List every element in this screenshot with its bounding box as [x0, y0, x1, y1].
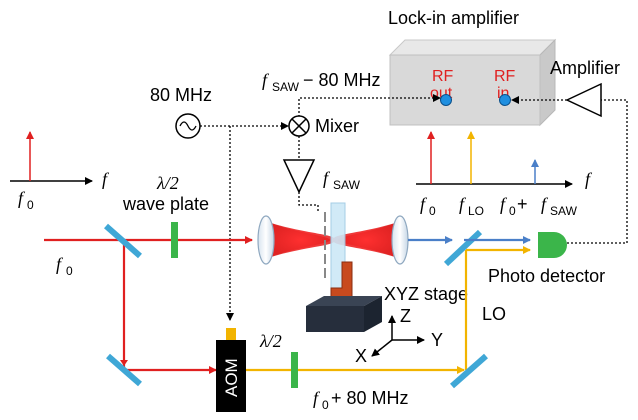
- axis-z-label: Z: [400, 306, 411, 326]
- bottom-freq-sub: 0: [322, 398, 329, 412]
- bottom-freq-rest: + 80 MHz: [331, 388, 409, 408]
- amplifier-label: Amplifier: [550, 58, 620, 78]
- spectrum2-flo-sub: LO: [468, 204, 484, 218]
- axis-x-label: X: [355, 346, 367, 366]
- sine-wave-icon: [179, 121, 197, 131]
- aom-driver-port: [226, 328, 236, 340]
- coordinate-axes: [371, 315, 425, 357]
- cavity-mirror-right: [391, 215, 409, 265]
- rf-in-label-1: RF: [494, 68, 516, 85]
- photodetector-label: Photo detector: [488, 266, 605, 286]
- waveplate-label: wave plate: [122, 194, 209, 214]
- spectrum2-sum-f2: f: [541, 194, 549, 214]
- spectrum2-axis-label: f: [585, 169, 593, 189]
- aom-box: [216, 340, 246, 412]
- waveplate-bottom: [291, 352, 298, 388]
- saw-drive-line: [298, 192, 319, 212]
- rf-out-label-1: RF: [432, 68, 454, 85]
- saw-driver-triangle: [282, 159, 316, 194]
- mirror-bottom-left: [106, 353, 142, 387]
- xyz-stage: [306, 296, 382, 332]
- beam-f0-sub: 0: [66, 264, 73, 278]
- saw-f: f: [323, 168, 331, 188]
- cavity-mirror-left: [257, 215, 275, 265]
- spectrum2-flo-label: f: [459, 194, 467, 214]
- spectrum2-sum-f: f: [500, 194, 508, 214]
- mix-out-f: f: [262, 70, 270, 90]
- spectrum1-f0-sub: 0: [27, 198, 34, 212]
- spectrum1-axis-label: f: [102, 169, 110, 189]
- lo-label: LO: [482, 304, 506, 324]
- halfwave-top-label: λ/2: [156, 173, 179, 193]
- mixer-label: Mixer: [315, 116, 359, 136]
- mirror-bottom-right: [450, 353, 488, 389]
- mix-out-rest: − 80 MHz: [303, 70, 381, 90]
- axis-y-label: Y: [431, 330, 443, 350]
- rf-in-port: [499, 94, 511, 106]
- beam-f0-label: f: [56, 254, 64, 274]
- bottom-freq-f: f: [313, 388, 321, 408]
- optical-cavity: [257, 215, 409, 265]
- detector-signal-line: [567, 99, 628, 244]
- spectrum2-sum-sub2: SAW: [550, 204, 578, 218]
- output-spectrum: [416, 131, 573, 188]
- photodetector-icon: [538, 232, 567, 258]
- oscillator-frequency: 80 MHz: [150, 85, 212, 105]
- waveplate-top: [171, 222, 178, 258]
- xyz-stage-label: XYZ stage: [384, 284, 468, 304]
- combining-beamsplitter: [443, 229, 483, 267]
- spectrum2-sum-plus: +: [517, 194, 528, 214]
- amplifier-triangle: [565, 82, 602, 118]
- rf-out-port: [440, 94, 452, 106]
- spectrum2-sum-sub0: 0: [509, 204, 516, 218]
- mirror-splitter: [104, 223, 142, 259]
- input-spectrum: [10, 131, 93, 185]
- aom-label: AOM: [222, 358, 241, 397]
- mix-out-sub: SAW: [272, 80, 300, 94]
- lockin-amplifier: [388, 38, 557, 127]
- laser-beam-path: [44, 236, 253, 374]
- saw-sub: SAW: [333, 178, 361, 192]
- lockin-label: Lock-in amplifier: [388, 8, 519, 28]
- halfwave-bottom-label: λ/2: [259, 331, 282, 351]
- spectrum1-f0-label: f: [18, 188, 26, 208]
- spectrum2-f0-sub: 0: [429, 204, 436, 218]
- spectrum2-f0-label: f: [420, 194, 428, 214]
